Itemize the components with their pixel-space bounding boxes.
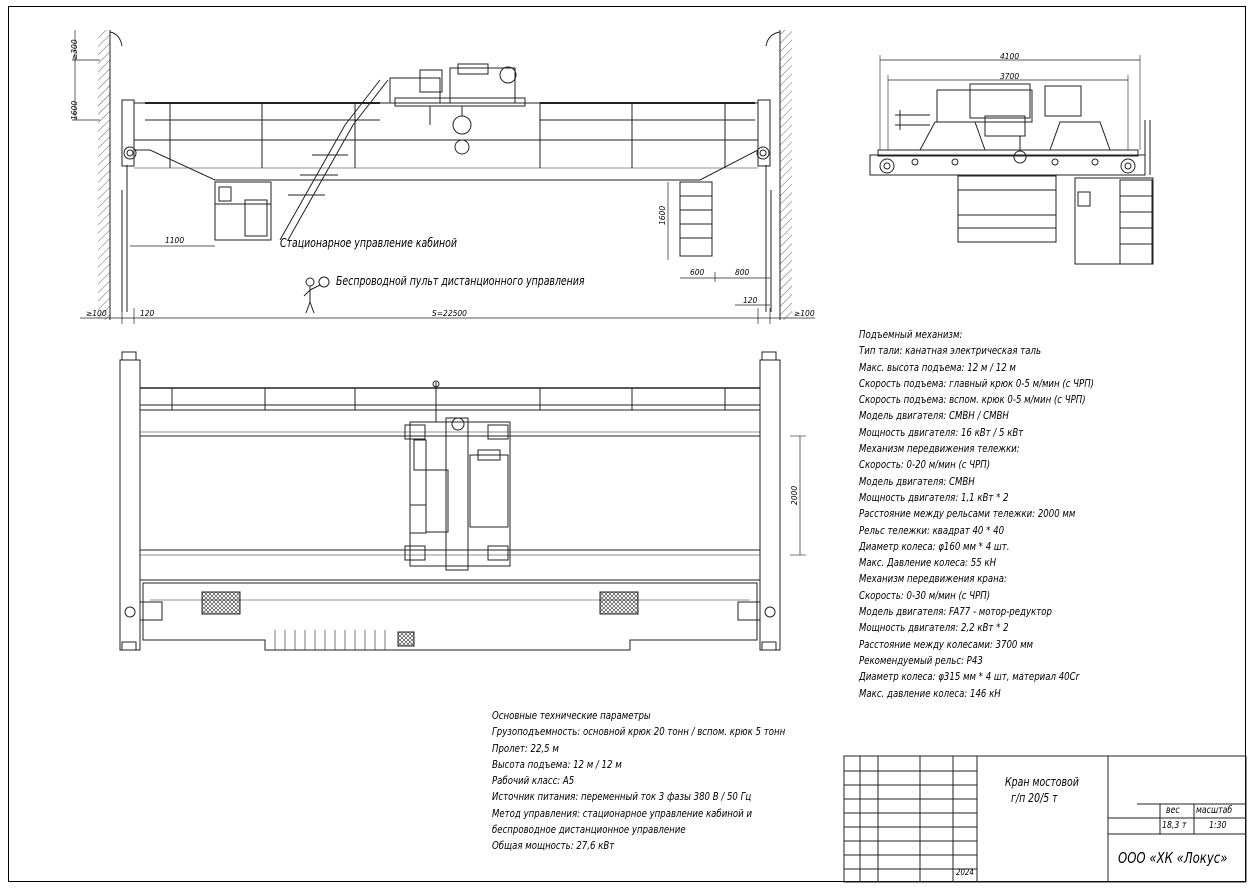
spec-line: Подъемный механизм: bbox=[859, 328, 963, 341]
spec-line: Расстояние между рельсами тележки: 2000 … bbox=[859, 507, 1076, 521]
param-line: Грузоподъемность: основной крюк 20 тонн … bbox=[492, 725, 786, 739]
spec-line: Тип тали: канатная электрическая таль bbox=[859, 344, 1042, 358]
spec-line: Модель двигателя: CMBH / CMBH bbox=[859, 409, 1009, 423]
title-line-1: Кран мостовой bbox=[1005, 775, 1079, 789]
weight-label: вес bbox=[1166, 805, 1180, 816]
spec-line: Рекомендуемый рельс: P43 bbox=[859, 653, 983, 667]
spec-line: Диаметр колеса: φ315 мм * 4 шт, материал… bbox=[859, 670, 1080, 684]
specs-list: Подъемный механизм: Тип тали: канатная э… bbox=[859, 329, 1160, 704]
param-line: Высота подъема: 12 м / 12 м bbox=[492, 757, 622, 771]
dim-span: S=22500 bbox=[432, 309, 467, 318]
main-parameters: Основные технические параметры Грузоподъ… bbox=[492, 710, 868, 857]
cabin-control-label: Стационарное управление кабиной bbox=[280, 236, 457, 250]
param-line: Общая мощность: 27,6 кВт bbox=[492, 839, 615, 853]
param-line: Рабочий класс: A5 bbox=[492, 774, 575, 788]
param-line: Источник питания: переменный ток 3 фазы … bbox=[492, 790, 752, 804]
dim-600: 600 bbox=[690, 268, 705, 277]
dim-120-left: 120 bbox=[140, 309, 155, 318]
spec-line: Рельс тележки: квадрат 40 * 40 bbox=[859, 523, 1005, 537]
spec-line: Модель двигателя: FA77 - мотор-редуктор bbox=[859, 605, 1052, 619]
dim-clearance-top: ≥300 bbox=[70, 39, 79, 60]
param-line: беспроводное дистанционное управление bbox=[492, 823, 686, 837]
spec-line: Диаметр колеса: φ160 мм * 4 шт. bbox=[859, 539, 1010, 553]
front-elevation bbox=[72, 30, 815, 324]
drawing-frame bbox=[8, 6, 1246, 882]
weight-value: 18,3 т bbox=[1162, 820, 1187, 831]
title-line-2: г/п 20/5 т bbox=[1011, 791, 1058, 805]
spec-line: Мощность двигателя: 16 кВт / 5 кВт bbox=[859, 425, 1024, 439]
wireless-remote-label: Беспроводной пульт дистанционного управл… bbox=[336, 274, 585, 288]
spec-line: Мощность двигателя: 1,1 кВт * 2 bbox=[859, 490, 1009, 504]
dim-2000: 2000 bbox=[790, 485, 799, 505]
spec-line: Модель двигателя: CMBH bbox=[859, 474, 975, 488]
spec-line: Расстояние между колесами: 3700 мм bbox=[859, 637, 1034, 651]
plan-view bbox=[119, 351, 806, 651]
spec-line: Механизм передвижения крана: bbox=[859, 572, 1007, 586]
company-name: ООО «ХК «Локус» bbox=[1118, 849, 1228, 867]
title-block: Кран мостовой г/п 20/5 т вес масштаб 18,… bbox=[844, 756, 1246, 882]
spec-line: Скорость: 0-20 м/мин (с ЧРП) bbox=[859, 458, 991, 472]
scale-label: масштаб bbox=[1196, 805, 1233, 816]
spec-line: Скорость: 0-30 м/мин (с ЧРП) bbox=[859, 588, 991, 602]
spec-line: Механизм передвижения тележки: bbox=[859, 442, 1020, 456]
dim-120-right: 120 bbox=[743, 296, 758, 305]
dim-1100: 1100 bbox=[165, 236, 185, 245]
scale-value: 1:30 bbox=[1209, 820, 1227, 831]
dim-3700: 3700 bbox=[1000, 72, 1020, 81]
dim-height-left: 1600 bbox=[70, 100, 79, 120]
dim-4100: 4100 bbox=[1000, 52, 1020, 61]
spec-line: Скорость подъема: главный крюк 0-5 м/мин… bbox=[859, 376, 1094, 390]
side-view bbox=[869, 55, 1154, 265]
param-line: Метод управления: стационарное управлени… bbox=[492, 806, 753, 820]
spec-line: Скорость подъема: вспом. крюк 0-5 м/мин … bbox=[859, 393, 1086, 407]
title-block-grid bbox=[843, 755, 1247, 883]
dim-800: 800 bbox=[735, 268, 750, 277]
dim-ge100-left: ≥100 bbox=[86, 309, 107, 318]
spec-line: Мощность двигателя: 2,2 кВт * 2 bbox=[859, 621, 1009, 635]
param-line: Основные технические параметры bbox=[492, 709, 651, 722]
spec-line: Макс. Давление колеса: 55 кН bbox=[859, 556, 997, 570]
spec-line: Макс. давление колеса: 146 кН bbox=[859, 686, 1001, 700]
param-line: Пролет: 22,5 м bbox=[492, 741, 559, 755]
spec-line: Макс. высота подъема: 12 м / 12 м bbox=[859, 360, 1016, 374]
year: 2024 bbox=[956, 868, 974, 878]
dim-height-mid: 1600 bbox=[658, 205, 667, 225]
dim-ge100-right: ≥100 bbox=[794, 309, 815, 318]
